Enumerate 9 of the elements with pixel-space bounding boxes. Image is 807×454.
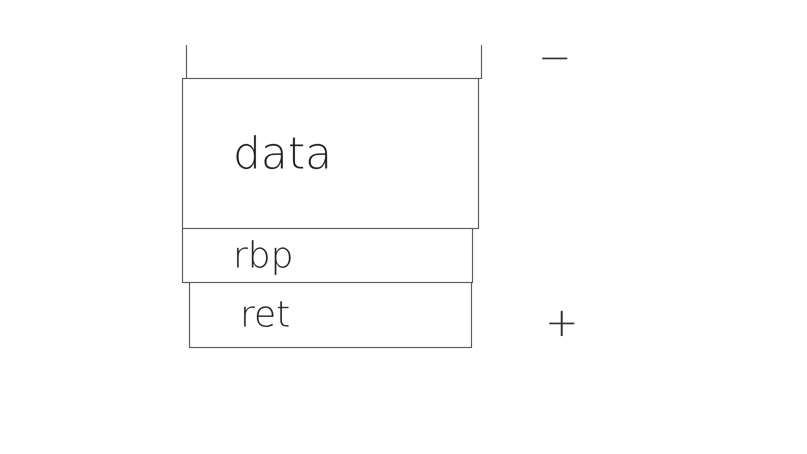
address-direction-sign: −: [538, 38, 572, 78]
stack-slot: [182, 78, 479, 229]
slot-label: rbp: [233, 235, 294, 276]
stack-slot: [189, 282, 472, 348]
slot-label: data: [233, 128, 332, 179]
address-direction-sign: +: [545, 303, 579, 343]
stack-slot: [186, 45, 482, 79]
stack-slot: [182, 228, 473, 283]
slot-label: ret: [240, 294, 290, 336]
